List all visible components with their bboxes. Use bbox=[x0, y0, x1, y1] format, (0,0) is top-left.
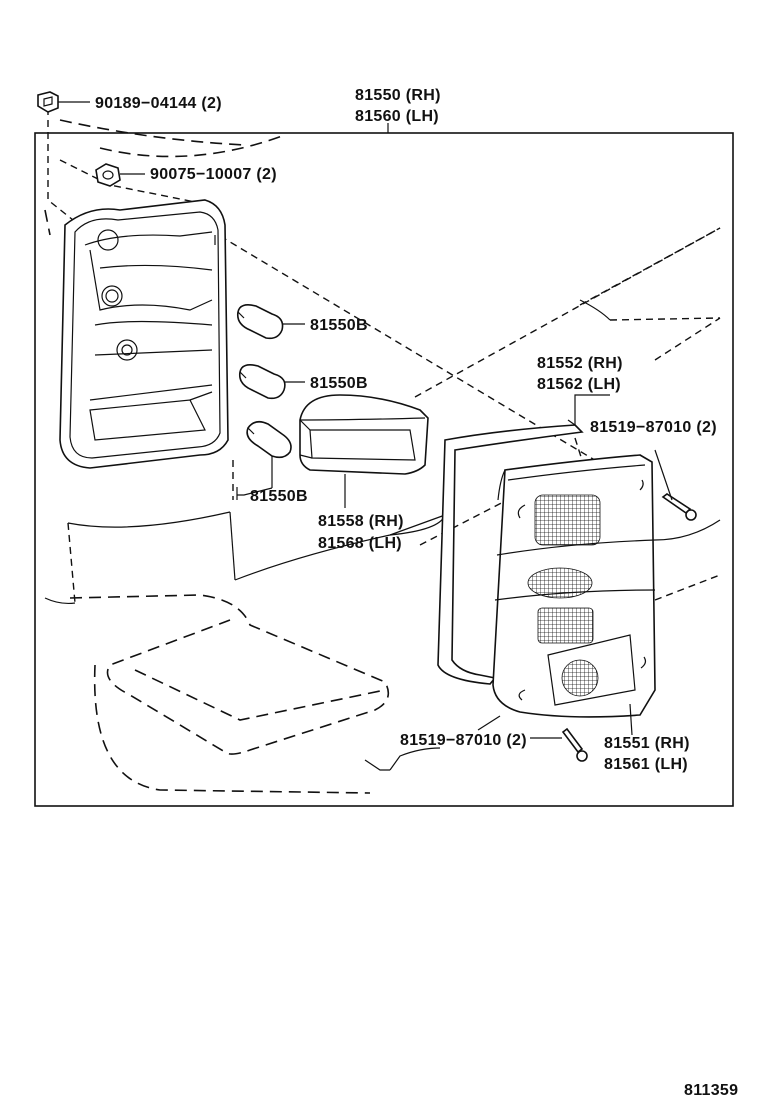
part-labels: 81550 (RH) 81560 (LH) 90189−04144 (2) 90… bbox=[95, 87, 738, 1099]
bulb-icon bbox=[237, 420, 292, 496]
bulb-label: 81550B bbox=[310, 375, 368, 392]
main-lens-rh-label: 81551 (RH) bbox=[604, 735, 690, 752]
bulb-icon bbox=[236, 304, 305, 340]
small-lens-lh-label: 81568 (LH) bbox=[318, 535, 402, 552]
clip-label: 90189−04144 (2) bbox=[95, 95, 222, 112]
lamp-housing-assembly bbox=[59, 199, 229, 469]
screw-icon bbox=[530, 727, 588, 762]
gasket bbox=[437, 394, 610, 685]
bulb-label: 81550B bbox=[310, 317, 368, 334]
bulb-label: 81550B bbox=[250, 488, 308, 505]
bulb-icon bbox=[238, 364, 305, 400]
assembly-lh-label: 81560 (LH) bbox=[355, 108, 439, 125]
small-lens-rh-label: 81558 (RH) bbox=[318, 513, 404, 530]
assembly-rh-label: 81550 (RH) bbox=[355, 87, 441, 104]
main-lens bbox=[492, 454, 656, 736]
screw-icon bbox=[654, 449, 697, 521]
diagram-frame bbox=[34, 132, 734, 807]
gasket-rh-label: 81552 (RH) bbox=[537, 355, 623, 372]
nut-label: 90075−10007 (2) bbox=[150, 166, 277, 183]
clip-icon bbox=[37, 91, 59, 113]
main-lens-lh-label: 81561 (LH) bbox=[604, 756, 688, 773]
small-lens bbox=[299, 394, 429, 508]
screw-lower-label: 81519−87010 (2) bbox=[400, 732, 527, 749]
gasket-lh-label: 81562 (LH) bbox=[537, 376, 621, 393]
diagram-number: 811359 bbox=[684, 1082, 738, 1099]
screw-upper-label: 81519−87010 (2) bbox=[590, 419, 717, 436]
nut-icon bbox=[95, 163, 121, 187]
